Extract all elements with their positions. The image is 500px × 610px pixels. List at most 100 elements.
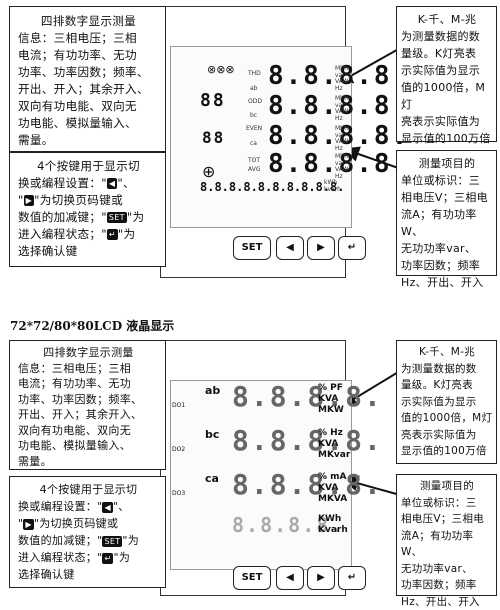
indicator-cluster-1: ⊗⊗⊗ [207,64,235,76]
note-line: 换或编程设置："◀"、 [18,175,159,192]
unit-ab-1: % PF [318,383,343,394]
right-arrow-button-2[interactable]: ▶ [307,566,335,590]
left-top-note-1: 四排数字显示测量 信息：三相电压；三相 电流；有功功率、无功 功率、功率因数；频… [9,6,166,152]
unit-bc-2: KVA [318,439,338,450]
right-arrow-button[interactable]: ▶ [307,236,335,260]
set-button[interactable]: SET [233,236,271,260]
unit-ca-1: % mA [318,472,347,483]
left-key-icon: ◀ [102,502,112,513]
enter-key-icon: ↵ [102,553,113,564]
note-text: 进入编程状态；" [18,227,107,241]
note-line: 测量项目的 [401,478,493,495]
enter-key-icon: ↵ [107,229,118,240]
note-line: 双向有功电能、双向无 [18,423,159,439]
phase-label-ca: ca [205,472,219,485]
right-top-note-2: K-千、M-兆 为测量数据的数 量级。K灯亮表 示实际值为显示 值的1000倍，… [396,340,497,464]
kwh-label: kWh kvarh [324,180,341,193]
note-line: 功率、功率因数；频率、 [18,64,159,81]
label-bc: bc [250,112,257,119]
right-key-icon: ▶ [24,195,34,206]
label-avg: AVG [248,166,260,173]
note-line: K-千、M-兆 [401,344,493,361]
note-line: 换或编程设置："◀"、 [18,498,159,515]
note-line: 单位或标识：三 [401,495,493,512]
kvarh-label-2: Kvarh [318,525,348,536]
note-line: 功率因数；频率 [401,577,493,594]
note-line: 值的1000倍，M灯 [401,79,493,113]
note-line: 单位或标识：三 [401,172,493,189]
note-line: 值的1000倍，M灯 [401,410,493,427]
note-text: "、 [113,500,130,513]
unit-ca-3: MKVA [318,494,347,505]
note-line: K-千、M-兆 [401,11,493,28]
label-odd: ODD [248,98,262,105]
unit-ab-2: KVA [318,394,338,405]
note-line: 显示值的100万倍 [401,130,493,147]
note-line: 进入编程状态；"↵"为 [18,226,159,243]
note-line: Hz、开出、开入 [401,274,493,291]
quadrant-icon: ⊕ [202,162,215,181]
section-heading: 72*72/80*80LCD 液晶显示 [10,317,174,334]
do-label-2: DO2 [172,446,185,453]
right-key-icon: ▶ [23,519,33,530]
note-line: 开出、开入；其余开入、 [18,407,159,423]
note-line: 流A；有功功率W、 [401,206,493,240]
label-thd: THD [248,70,261,77]
left-arrow-button-2[interactable]: ◀ [276,566,304,590]
note-line: 开出、开入；其余开入、 [18,81,159,98]
digit-row-b: 8.8.8.8. [232,426,383,456]
note-line: 无功功率var、 [401,240,493,257]
label-even: EVEN [246,125,262,132]
left-arrow-button[interactable]: ◀ [276,236,304,260]
phase-label-bc: bc [205,428,219,441]
note-line: 亮表示实际值为 [401,113,493,130]
label-tot: TOT [248,157,260,164]
note-line: 需量。 [18,454,159,470]
note-line: 双向有功电能、双向无 [18,98,159,115]
note-line: 信息：三相电压；三相 [18,361,159,377]
note-line: 为测量数据的数 [401,361,493,378]
note-text: "为 [113,551,130,564]
right-top-note-1: K-千、M-兆 为测量数据的数 量级。K灯亮表 示实际值为显示 值的1000倍，… [396,6,497,142]
note-text: "为 [122,534,139,547]
note-text: "为切换页码键或 [34,193,123,207]
note-line: 功电能、模拟量输入、 [18,438,159,454]
phase-seg-b: 88 [202,128,225,147]
note-line: 电流；有功功率、无功 [18,376,159,392]
set-button-2[interactable]: SET [233,566,271,590]
note-line: 量级。K灯亮表 [401,377,493,394]
note-text: 数值的加减键；" [18,534,102,547]
note-text: " [18,193,24,207]
digit-row-a: 8.8.8.8. [232,382,383,412]
note-line: 四排数字显示测量 [18,13,159,30]
note-text: 换或编程设置：" [18,500,102,513]
unit-col-4: Mk% var VAW Hz [335,154,349,180]
unit-col-3: Mk% var VAW Hz [335,126,349,152]
label-ca: ca [250,140,257,147]
note-line: 为测量数据的数 [401,28,493,45]
label-ab: ab [250,85,258,92]
do-label-3: DO3 [172,490,185,497]
unit-bc-3: MKvar [318,450,350,461]
note-line: 相电压V；三相电 [401,189,493,206]
unit-col-2: Mk% var VAW Hz [335,96,349,122]
left-key-icon: ◀ [107,178,117,189]
left-bottom-note-2: 4个按键用于显示切 换或编程设置："◀"、 "▶"为切换页码键或 数值的加减键；… [9,476,166,588]
note-line: 示实际值为显示 [401,394,493,411]
phase-seg-a: 88 [200,90,226,111]
note-line: 量级。K灯亮表 [401,45,493,62]
right-bottom-note-2: 测量项目的 单位或标识：三 相电压V；三相电 流A；有功功率W、 无功功率var… [396,474,497,596]
note-line: "▶"为切换页码键或 [18,515,159,532]
unit-col-1: Mk% var VAW Hz [335,66,349,92]
note-text: "为 [127,210,145,224]
note-line: 四排数字显示测量 [18,345,159,361]
note-text: 数值的加减键；" [18,210,107,224]
enter-button-2[interactable]: ↵ [338,566,366,590]
note-line: 测量项目的 [401,155,493,172]
phase-label-ab: ab [205,384,220,397]
note-line: 示实际值为显示 [401,62,493,79]
right-bottom-note-1: 测量项目的 单位或标识：三 相电压V；三相电 流A；有功功率W、 无功功率var… [396,150,497,276]
enter-button[interactable]: ↵ [338,236,366,260]
note-line: 功电能、模拟量输入、 [18,115,159,132]
left-top-note-2: 四排数字显示测量 信息：三相电压；三相 电流；有功功率、无功 功率、功率因数；频… [9,340,166,470]
